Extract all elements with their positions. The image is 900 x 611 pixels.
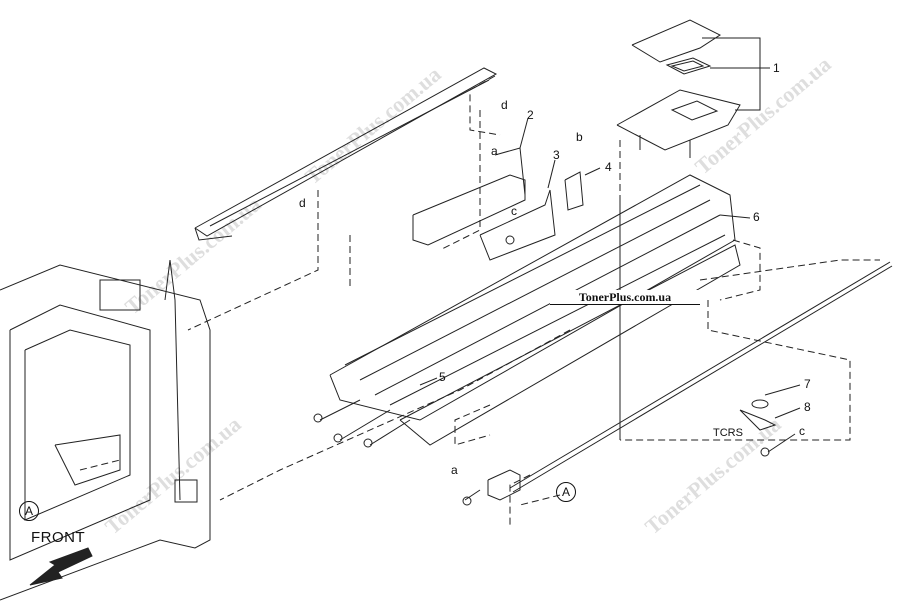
callout-b-top: b [576, 130, 583, 144]
callout-a-bottom: a [451, 463, 458, 477]
callout-3: 3 [553, 148, 560, 162]
callout-5: 5 [439, 370, 446, 384]
callout-7: 7 [804, 377, 811, 391]
callout-4: 4 [605, 160, 612, 174]
callout-c-bottom: c [799, 424, 805, 438]
rod [509, 261, 893, 493]
site-label: TonerPlus.com.ua [550, 290, 700, 305]
reference-a-left: A [19, 501, 39, 521]
left-frame [0, 259, 211, 601]
small-parts [462, 399, 777, 506]
callout-d-top: d [501, 98, 508, 112]
callout-a-top: a [491, 144, 498, 158]
callout-tcrs: TCRS [713, 427, 743, 439]
front-arrow-icon [29, 547, 93, 586]
callout-1: 1 [773, 61, 780, 75]
callout-8: 8 [804, 400, 811, 414]
front-label: FRONT [31, 529, 86, 546]
guide-lines [79, 75, 880, 525]
part-1-cover [616, 19, 741, 158]
top-rail [194, 67, 498, 241]
callout-2: 2 [527, 108, 534, 122]
callout-d-left: d [299, 196, 306, 210]
callout-6: 6 [753, 210, 760, 224]
reference-a-center: A [556, 482, 576, 502]
callout-c-mid: c [511, 204, 517, 218]
main-unit [313, 174, 741, 448]
leader-lines [419, 37, 801, 453]
brackets [412, 147, 584, 261]
